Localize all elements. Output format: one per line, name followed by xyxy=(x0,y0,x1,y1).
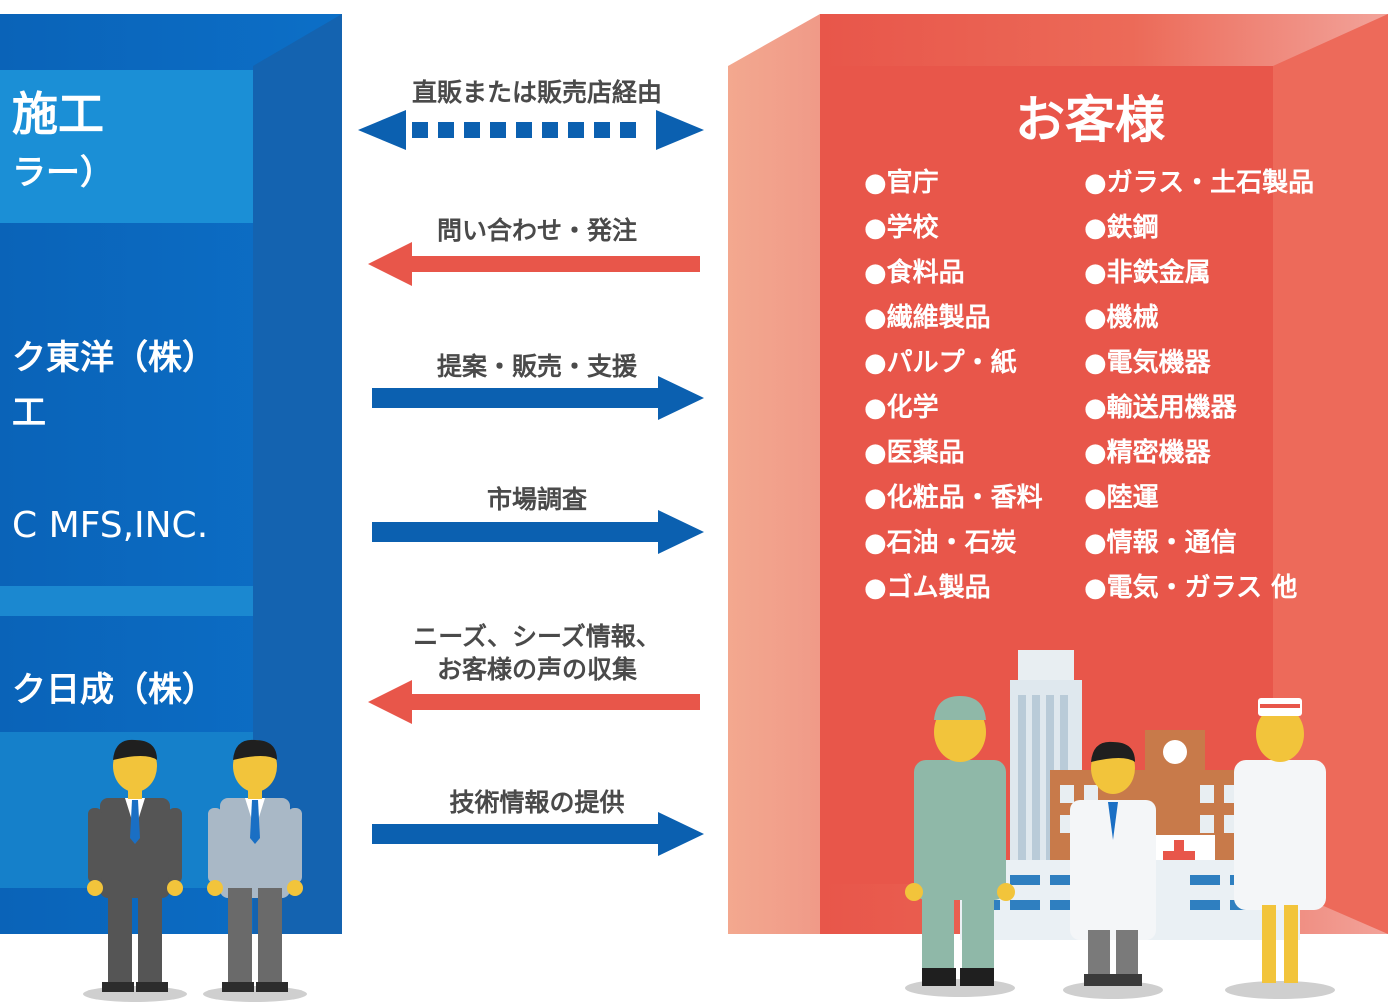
list-item: ●繊維製品 xyxy=(864,303,991,333)
list-item: ●精密機器 xyxy=(1084,438,1211,468)
nurse-icon xyxy=(1225,698,1335,999)
factory-worker-icon xyxy=(905,696,1015,997)
left-line-4: 工 xyxy=(12,393,46,433)
list-item: ●機械 xyxy=(1084,303,1159,333)
arrow-label-direct: 直販または販売店経由 xyxy=(411,78,662,107)
list-item: ●非鉄金属 xyxy=(1084,258,1211,288)
list-item: ●電気機器 xyxy=(1084,348,1211,378)
arrow-left-red-1 xyxy=(368,242,700,286)
customer-figures xyxy=(905,650,1335,999)
list-item: ●陸運 xyxy=(1084,483,1159,513)
list-item: ●官庁 xyxy=(864,168,939,198)
list-item: ●ガラス・土石製品 xyxy=(1084,168,1315,198)
list-item: ●情報・通信 xyxy=(1084,528,1237,558)
list-item: ●医薬品 xyxy=(864,438,965,468)
list-item: ●電気・ガラス 他 xyxy=(1084,573,1298,603)
arrow-left-red-2 xyxy=(368,680,700,724)
arrow-right-blue-1 xyxy=(372,376,704,420)
left-line-1: 施工 xyxy=(12,87,104,141)
doctor-icon xyxy=(1063,741,1163,999)
list-item: ●化学 xyxy=(864,393,939,423)
left-line-6: ク日成（株） xyxy=(12,670,216,710)
arrow-label-tech: 技術情報の提供 xyxy=(449,788,625,817)
list-item: ●石油・石炭 xyxy=(864,528,1017,558)
arrow-label-inquiry: 問い合わせ・発注 xyxy=(436,216,637,245)
left-line-2: ラー） xyxy=(12,153,114,193)
list-item: ●学校 xyxy=(864,213,939,243)
list-item: ●ゴム製品 xyxy=(864,573,991,603)
arrow-right-blue-2 xyxy=(372,510,704,554)
list-item: ●食料品 xyxy=(864,258,965,288)
customer-title: お客様 xyxy=(1015,91,1165,149)
arrow-label-research: 市場調査 xyxy=(486,485,587,514)
businessman-icon xyxy=(83,739,187,1002)
list-item: ●輸送用機器 xyxy=(1084,393,1237,423)
worker-icon xyxy=(203,739,307,1002)
arrow-label-needs-1: ニーズ、シーズ情報、 xyxy=(413,622,661,651)
staff-figures xyxy=(83,739,307,1002)
list-item: ●鉄鋼 xyxy=(1084,213,1159,243)
left-line-5: C MFS,INC. xyxy=(12,505,209,546)
arrow-label-proposal: 提案・販売・支援 xyxy=(436,352,637,381)
left-line-3: ク東洋（株） xyxy=(12,338,216,378)
arrow-label-needs-2: お客様の声の収集 xyxy=(436,655,637,684)
arrow-right-blue-3 xyxy=(372,812,704,856)
list-item: ●パルプ・紙 xyxy=(864,348,1017,378)
double-arrow-dashed xyxy=(358,110,704,150)
list-item: ●化粧品・香料 xyxy=(864,483,1043,513)
band-top xyxy=(0,70,253,223)
band-mid xyxy=(0,586,253,616)
